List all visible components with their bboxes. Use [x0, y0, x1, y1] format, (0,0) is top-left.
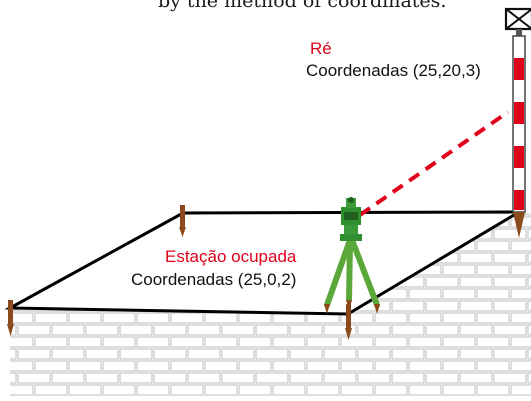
- tripod: [324, 237, 380, 308]
- stake-front-icon: [345, 304, 352, 340]
- ranging-pole: [512, 35, 526, 238]
- brick-wall: [10, 213, 531, 396]
- total-station-icon: [340, 197, 362, 241]
- stake-left-icon: [7, 300, 14, 336]
- station-coordinates: Coordenadas (25,0,2): [131, 270, 297, 289]
- stake-back-icon: [179, 205, 186, 237]
- prism-target-icon: [504, 7, 531, 36]
- backsight-coordinates: Coordenadas (25,20,3): [306, 61, 481, 80]
- sight-line: [358, 110, 510, 217]
- station-label: Estação ocupada: [165, 247, 297, 266]
- tripod-feet: [324, 300, 380, 314]
- top-caption: by the method of coordinates.: [158, 0, 447, 12]
- backsight-label: Ré: [310, 39, 332, 58]
